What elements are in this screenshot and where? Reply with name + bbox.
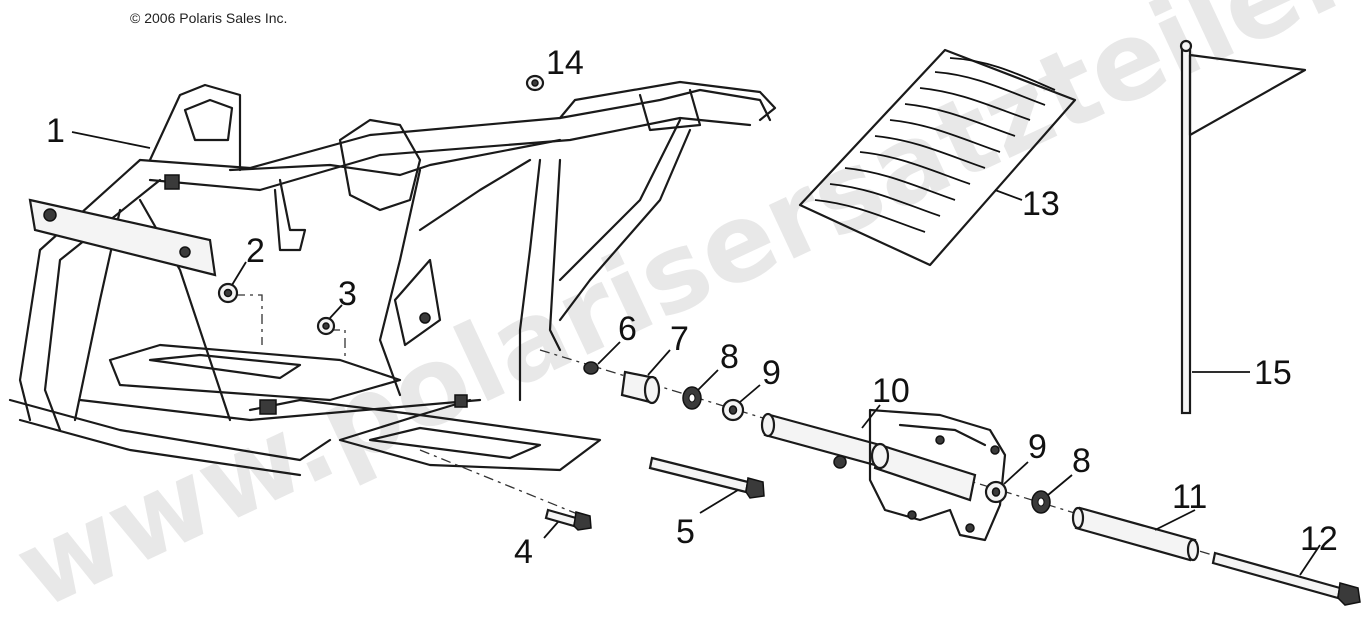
callout-7: 7 [670,320,689,358]
callout-6: 6 [618,310,637,348]
alignment-line [235,294,263,345]
callout-13: 13 [1022,185,1060,223]
callout-9: 9 [762,354,781,392]
part-6-nut [583,361,599,375]
part-9-bushing [721,398,745,422]
callout-8: 8 [720,338,739,376]
alignment-line [419,449,581,516]
callout-1: 1 [46,112,65,150]
leader-lines [71,131,1321,576]
part-5-bolt [648,456,765,499]
alignment-line [330,329,346,360]
part-3-bushing [316,316,336,336]
callout-11: 11 [1172,478,1207,516]
part-12-bolt [1211,551,1361,606]
frame-assembly [8,80,777,477]
callout-15: 15 [1254,354,1292,392]
part-8-washer [682,386,702,410]
callout-4: 4 [514,533,533,571]
part-8-washer-right [1031,490,1051,514]
callout-labels: 1 2 3 4 5 6 7 8 8 9 9 10 11 12 13 14 15 [46,44,1338,571]
part-13-decal-set [798,48,1077,267]
callout-8-right: 8 [1072,442,1091,480]
part-14-nut [525,74,545,92]
part-4-bolt [544,508,592,531]
part-15-whip-flag [1179,39,1307,415]
part-9-bushing-right [984,480,1008,504]
callout-9-right: 9 [1028,428,1047,466]
callout-3: 3 [338,275,357,313]
callout-14: 14 [546,44,584,82]
callout-12: 12 [1300,520,1338,558]
callout-10: 10 [872,372,910,410]
part-10-swingarm [760,408,1007,542]
part-7-spacer [620,370,661,405]
callout-2: 2 [246,232,265,270]
part-2-bushing [217,282,239,304]
copyright-notice: © 2006 Polaris Sales Inc. [130,10,288,26]
callout-5: 5 [676,513,695,551]
